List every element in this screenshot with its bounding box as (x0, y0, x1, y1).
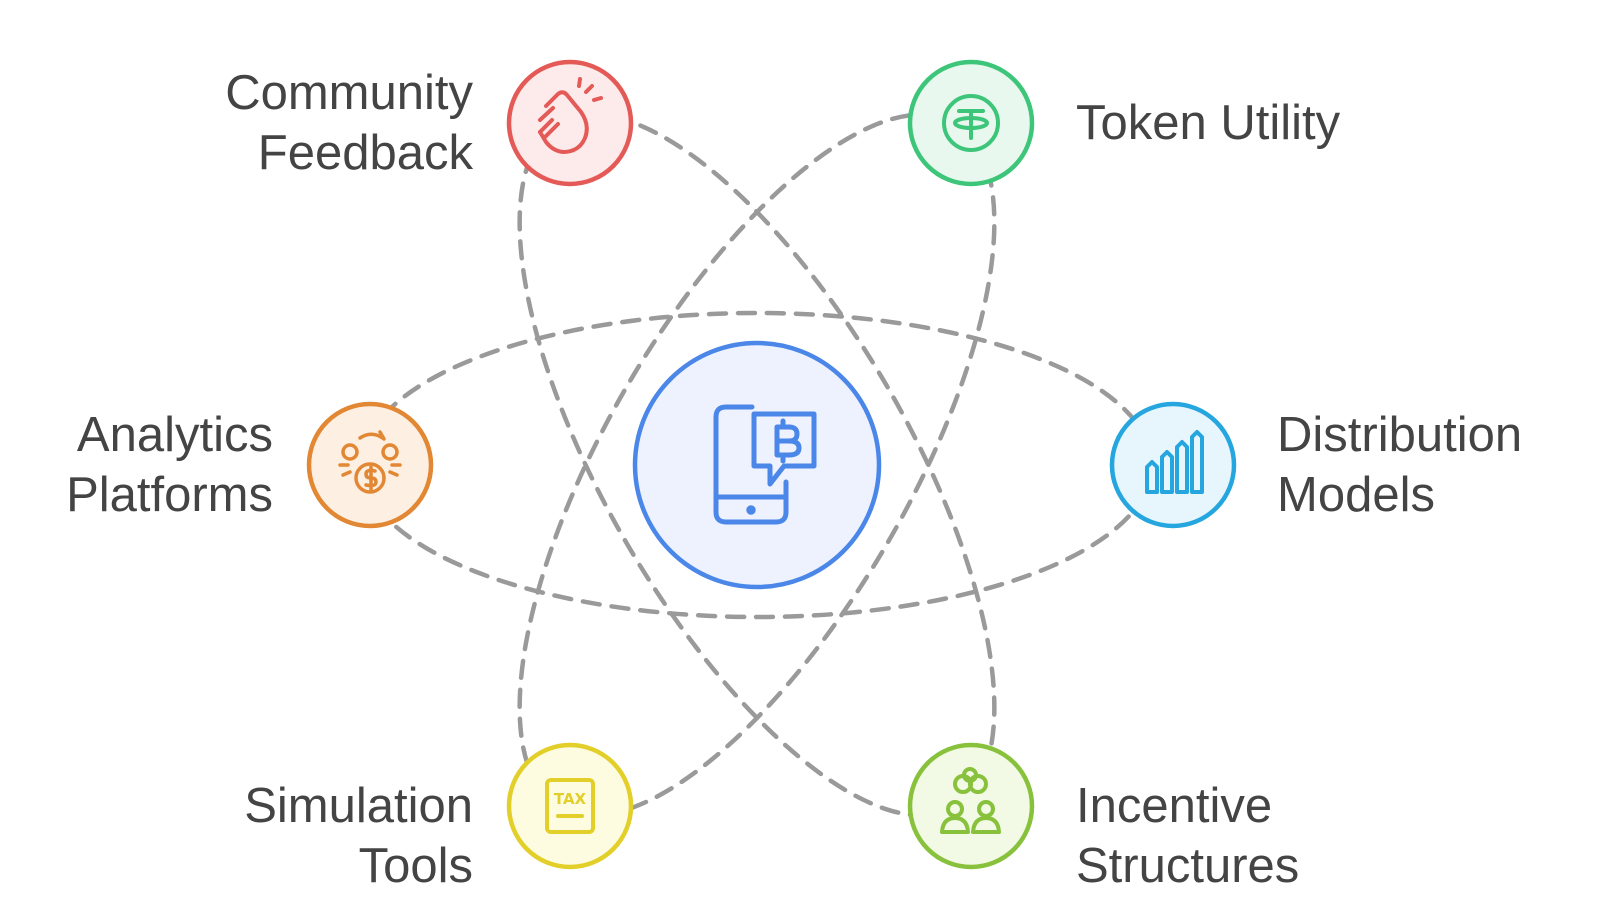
money-exchange-icon (338, 430, 402, 494)
node-circle (907, 742, 1035, 870)
mobile-bitcoin-icon (713, 404, 817, 525)
label-simulation-tools: Simulation Tools (244, 779, 473, 893)
bar-chart-icon (1145, 430, 1204, 494)
label-community-feedback: Community Feedback (225, 66, 473, 180)
clapping-hands-icon (538, 77, 603, 154)
label-distribution-models: Distribution Models (1277, 408, 1523, 522)
label-token-utility: Token Utility (1076, 96, 1341, 150)
node-circle (506, 59, 634, 187)
node-circle (506, 742, 634, 870)
people-coins-icon (940, 767, 1001, 834)
svg-text:TAX: TAX (554, 790, 587, 808)
node-simulation-tools: TAX (506, 742, 634, 870)
node-token-utility (907, 59, 1035, 187)
label-analytics-platforms: Analytics Platforms (66, 408, 273, 522)
tax-document-icon: TAX (545, 778, 595, 834)
label-incentive-structures: Incentive Structures (1076, 779, 1300, 893)
tether-coin-icon (942, 94, 1000, 152)
center-node (632, 340, 882, 590)
node-incentive-structures (907, 742, 1035, 870)
node-analytics-platforms (306, 401, 434, 529)
node-community-feedback (506, 59, 634, 187)
node-distribution-models (1109, 401, 1237, 529)
